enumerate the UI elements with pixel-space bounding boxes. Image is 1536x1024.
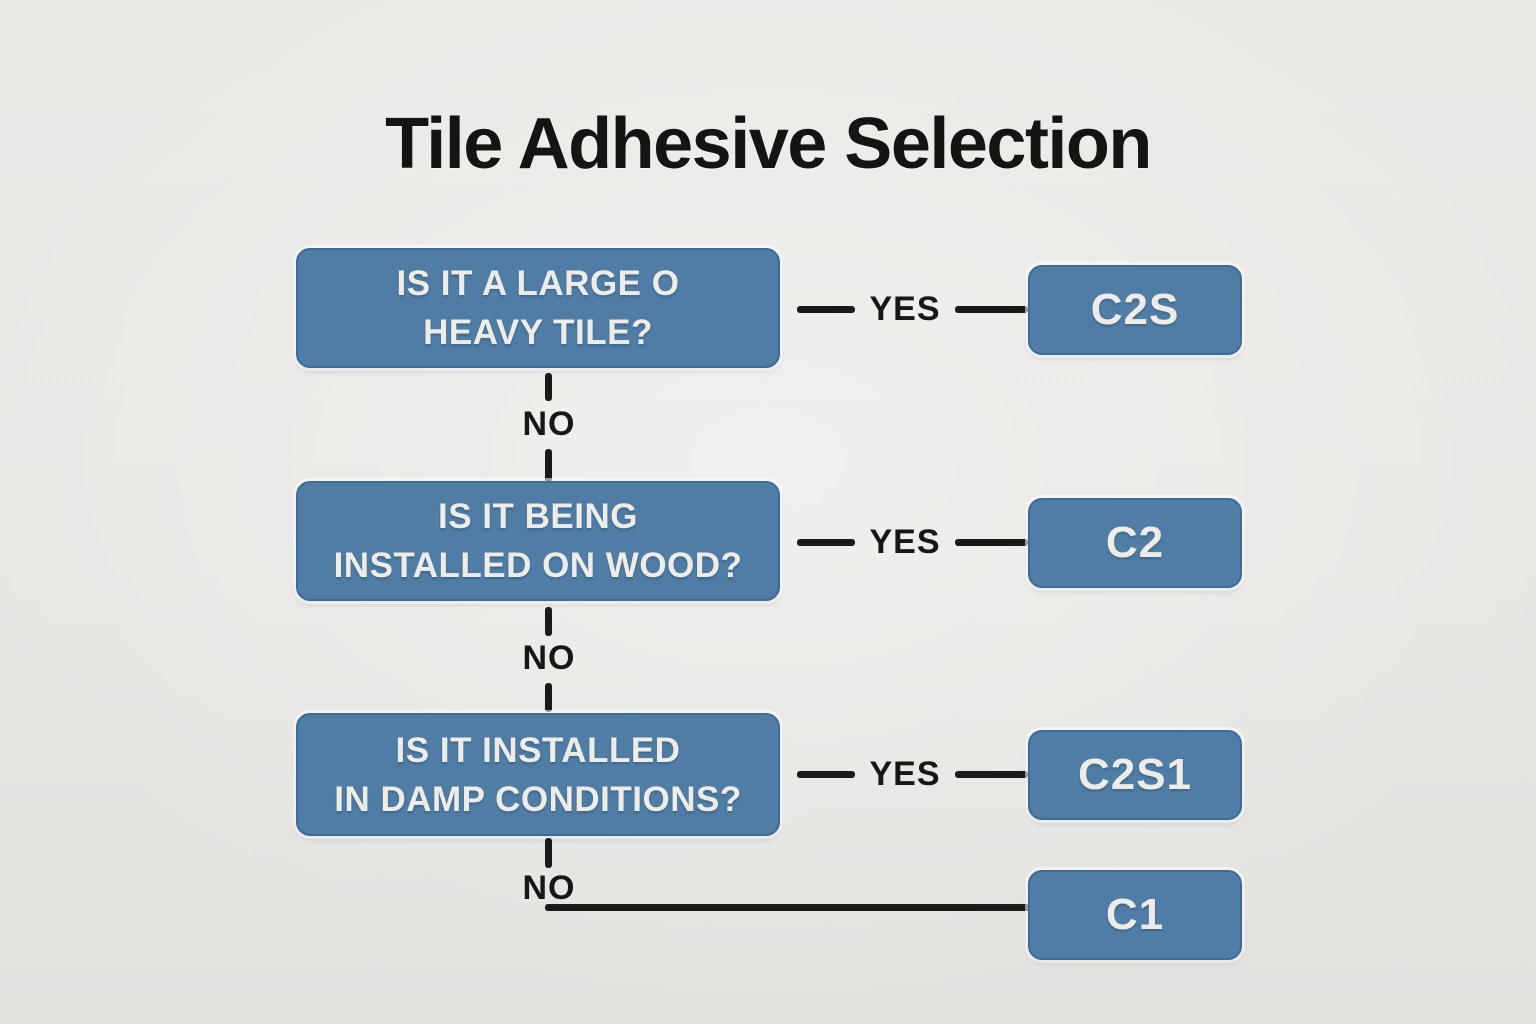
yes-connector-line [955, 539, 1028, 546]
result-text: C2 [1105, 518, 1165, 567]
page-title: Tile Adhesive Selection [385, 104, 1152, 184]
result-node-c2s1: C2S1 [1028, 730, 1242, 820]
question-text-line: IS IT INSTALLED [395, 730, 681, 770]
question-node-installed-on-wood: IS IT BEING INSTALLED ON WOOD? [296, 481, 780, 601]
yes-connector-line [797, 539, 855, 546]
result-text: C1 [1105, 890, 1165, 939]
no-connector-line [545, 449, 552, 482]
question-node-damp-conditions: IS IT INSTALLED IN DAMP CONDITIONS? [296, 713, 780, 836]
question-text-line: INSTALLED ON WOOD? [333, 546, 743, 585]
yes-connector-line [797, 306, 855, 313]
no-label: NO [522, 869, 576, 907]
no-connector-line [545, 373, 552, 401]
result-node-c2: C2 [1028, 498, 1242, 588]
yes-label: YES [869, 290, 941, 328]
no-connector-line [545, 838, 552, 868]
question-text-line: IS IT A LARGE O [396, 264, 680, 303]
question-text-line: IS IT BEING [438, 497, 638, 536]
result-node-c2s: C2S [1028, 265, 1242, 355]
question-text-line: IN DAMP CONDITIONS? [334, 779, 742, 819]
no-label: NO [522, 639, 576, 677]
no-connector-line [545, 683, 552, 712]
yes-label: YES [869, 523, 941, 561]
result-text: C2S1 [1077, 750, 1193, 799]
result-text: C2S [1090, 285, 1180, 334]
question-text-line: HEAVY TILE? [423, 313, 653, 352]
result-node-c1: C1 [1028, 870, 1242, 960]
no-connector-line [545, 904, 1030, 911]
yes-connector-line [797, 771, 855, 778]
yes-connector-line [955, 306, 1028, 313]
no-connector-line [545, 607, 552, 636]
question-node-large-heavy-tile: IS IT A LARGE O HEAVY TILE? [296, 248, 780, 368]
yes-connector-line [955, 771, 1028, 778]
yes-label: YES [869, 755, 941, 793]
no-label: NO [522, 405, 576, 443]
